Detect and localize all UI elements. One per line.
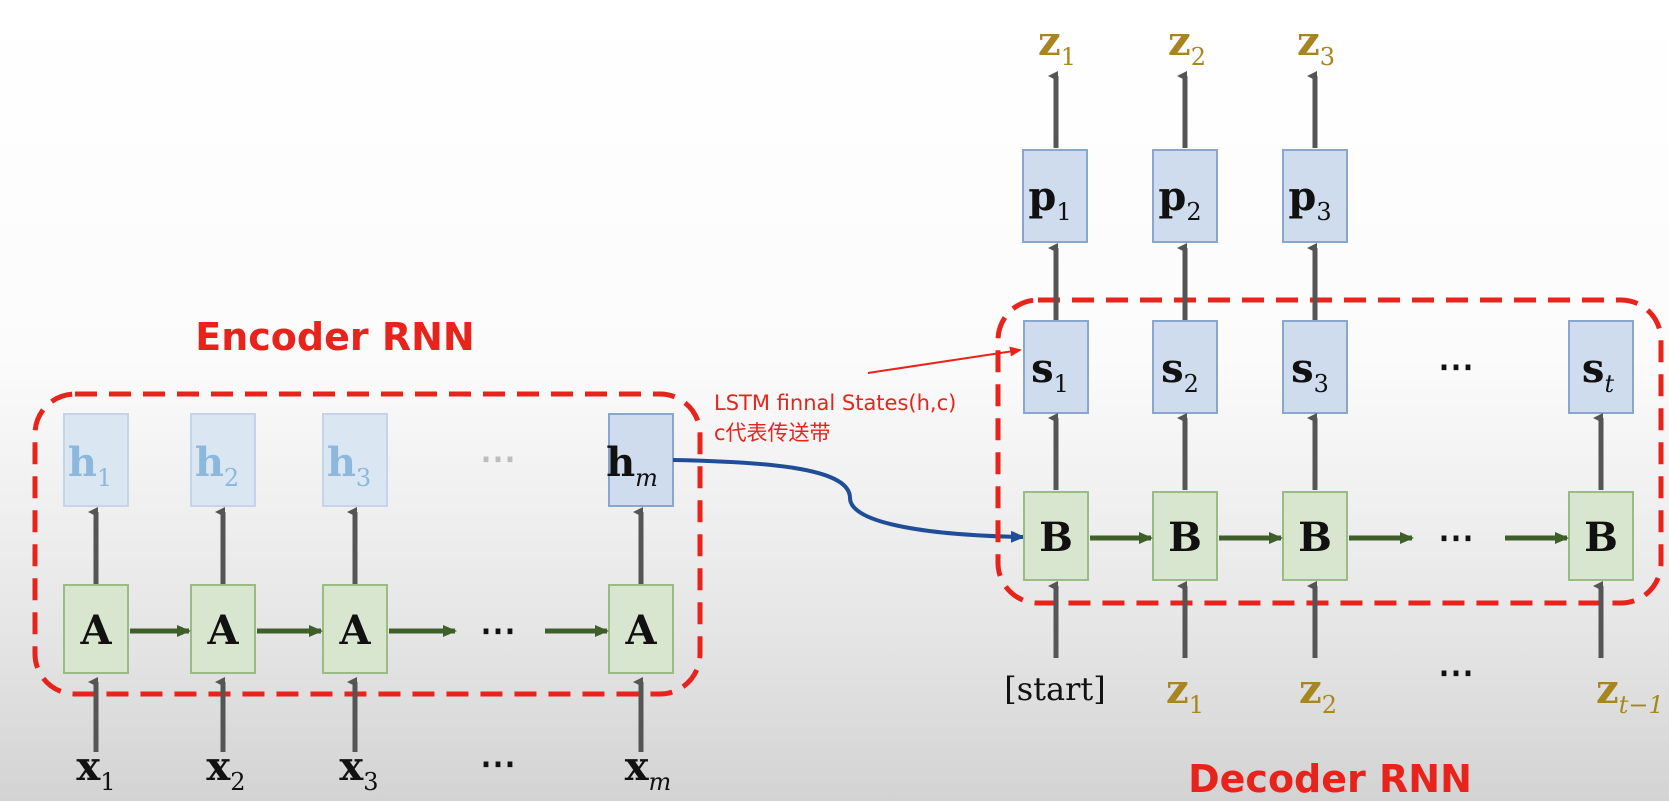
decoder-output-1: z1 (1038, 18, 1076, 71)
decoder-output-3: z3 (1297, 18, 1335, 71)
encoder-cell-label-2: A (206, 607, 239, 654)
decoder-prob-box-2 (1152, 149, 1218, 243)
encoder-dashed-frame (32, 391, 703, 697)
decoder-title: Decoder RNN (1188, 757, 1472, 801)
decoder-cell-2 (1152, 491, 1218, 581)
decoder-state-label-3: s3 (1291, 345, 1329, 398)
decoder-input-t: zt−1 (1596, 666, 1664, 719)
encoder-input-arrows (88, 677, 644, 752)
decoder-cell-label-2: B (1168, 514, 1202, 561)
decoder-input-ellipsis: ⋯ (1438, 651, 1478, 693)
encoder-hidden-label-m: hm (606, 439, 658, 492)
encoder-cell-label-m: A (624, 607, 657, 654)
decoder-cell-label-1: B (1039, 514, 1073, 561)
decoder-prob-arrows (1048, 243, 1318, 320)
decoder-state-label-2: s2 (1161, 345, 1199, 398)
encoder-cell-m (608, 584, 674, 674)
decoder-state-ellipsis: ⋯ (1438, 345, 1478, 387)
decoder-output-arrows (1048, 71, 1318, 148)
decoder-cell-label-t: B (1584, 514, 1618, 561)
encoder-hidden-box-3 (322, 413, 388, 507)
decoder-output-2: z2 (1168, 18, 1206, 71)
decoder-input-arrows (1048, 581, 1604, 658)
annotation-pointer-arrow (867, 346, 1022, 374)
encoder-hidden-label-3: h3 (327, 439, 371, 492)
annotation-line-2: c代表传送带 (714, 421, 831, 445)
decoder-prob-label-3: p3 (1288, 173, 1331, 226)
encoder-to-decoder-curve (672, 458, 1025, 543)
decoder-prob-box-1 (1022, 149, 1088, 243)
decoder-state-box-t (1568, 320, 1634, 414)
encoder-hidden-box-1 (63, 413, 129, 507)
decoder-cell-label-3: B (1298, 514, 1332, 561)
encoder-hidden-box-m (608, 413, 674, 507)
encoder-input-ellipsis: ⋯ (480, 742, 520, 784)
decoder-state-arrows (1048, 413, 1604, 490)
decoder-prob-box-3 (1282, 149, 1348, 243)
decoder-input-2: z1 (1166, 666, 1204, 719)
decoder-prob-label-1: p1 (1028, 173, 1071, 226)
encoder-hidden-arrows (88, 507, 644, 584)
encoder-hidden-label-2: h2 (195, 439, 239, 492)
encoder-input-1: x1 (76, 743, 115, 796)
decoder-dashed-frame (995, 297, 1664, 606)
encoder-cell-3 (322, 584, 388, 674)
decoder-cell-3 (1282, 491, 1348, 581)
decoder-input-3: z2 (1299, 666, 1337, 719)
encoder-input-m: xm (625, 743, 672, 796)
encoder-hidden-ellipsis: ⋯ (480, 437, 520, 479)
encoder-cell-1 (63, 584, 129, 674)
encoder-cell-ellipsis: ⋯ (480, 609, 520, 651)
decoder-state-label-1: s1 (1031, 345, 1069, 398)
encoder-hidden-box-2 (190, 413, 256, 507)
decoder-state-box-1 (1023, 320, 1089, 414)
decoder-cell-t (1568, 491, 1634, 581)
decoder-state-box-3 (1282, 320, 1348, 414)
encoder-input-3: x3 (339, 743, 378, 796)
decoder-input-start: [start] (1004, 670, 1105, 708)
encoder-cell-label-3: A (338, 607, 371, 654)
decoder-cell-ellipsis: ⋯ (1438, 516, 1478, 558)
encoder-cell-2 (190, 584, 256, 674)
decoder-state-label-t: st (1582, 345, 1615, 398)
decoder-cell-1 (1023, 491, 1089, 581)
encoder-input-2: x2 (206, 743, 245, 796)
encoder-title: Encoder RNN (195, 315, 474, 359)
encoder-cell-label-1: A (79, 607, 112, 654)
annotation-line-1: LSTM finnal States(h,c) (714, 391, 956, 415)
encoder-hidden-label-1: h1 (68, 439, 112, 492)
decoder-state-box-2 (1152, 320, 1218, 414)
decoder-prob-label-2: p2 (1158, 173, 1201, 226)
